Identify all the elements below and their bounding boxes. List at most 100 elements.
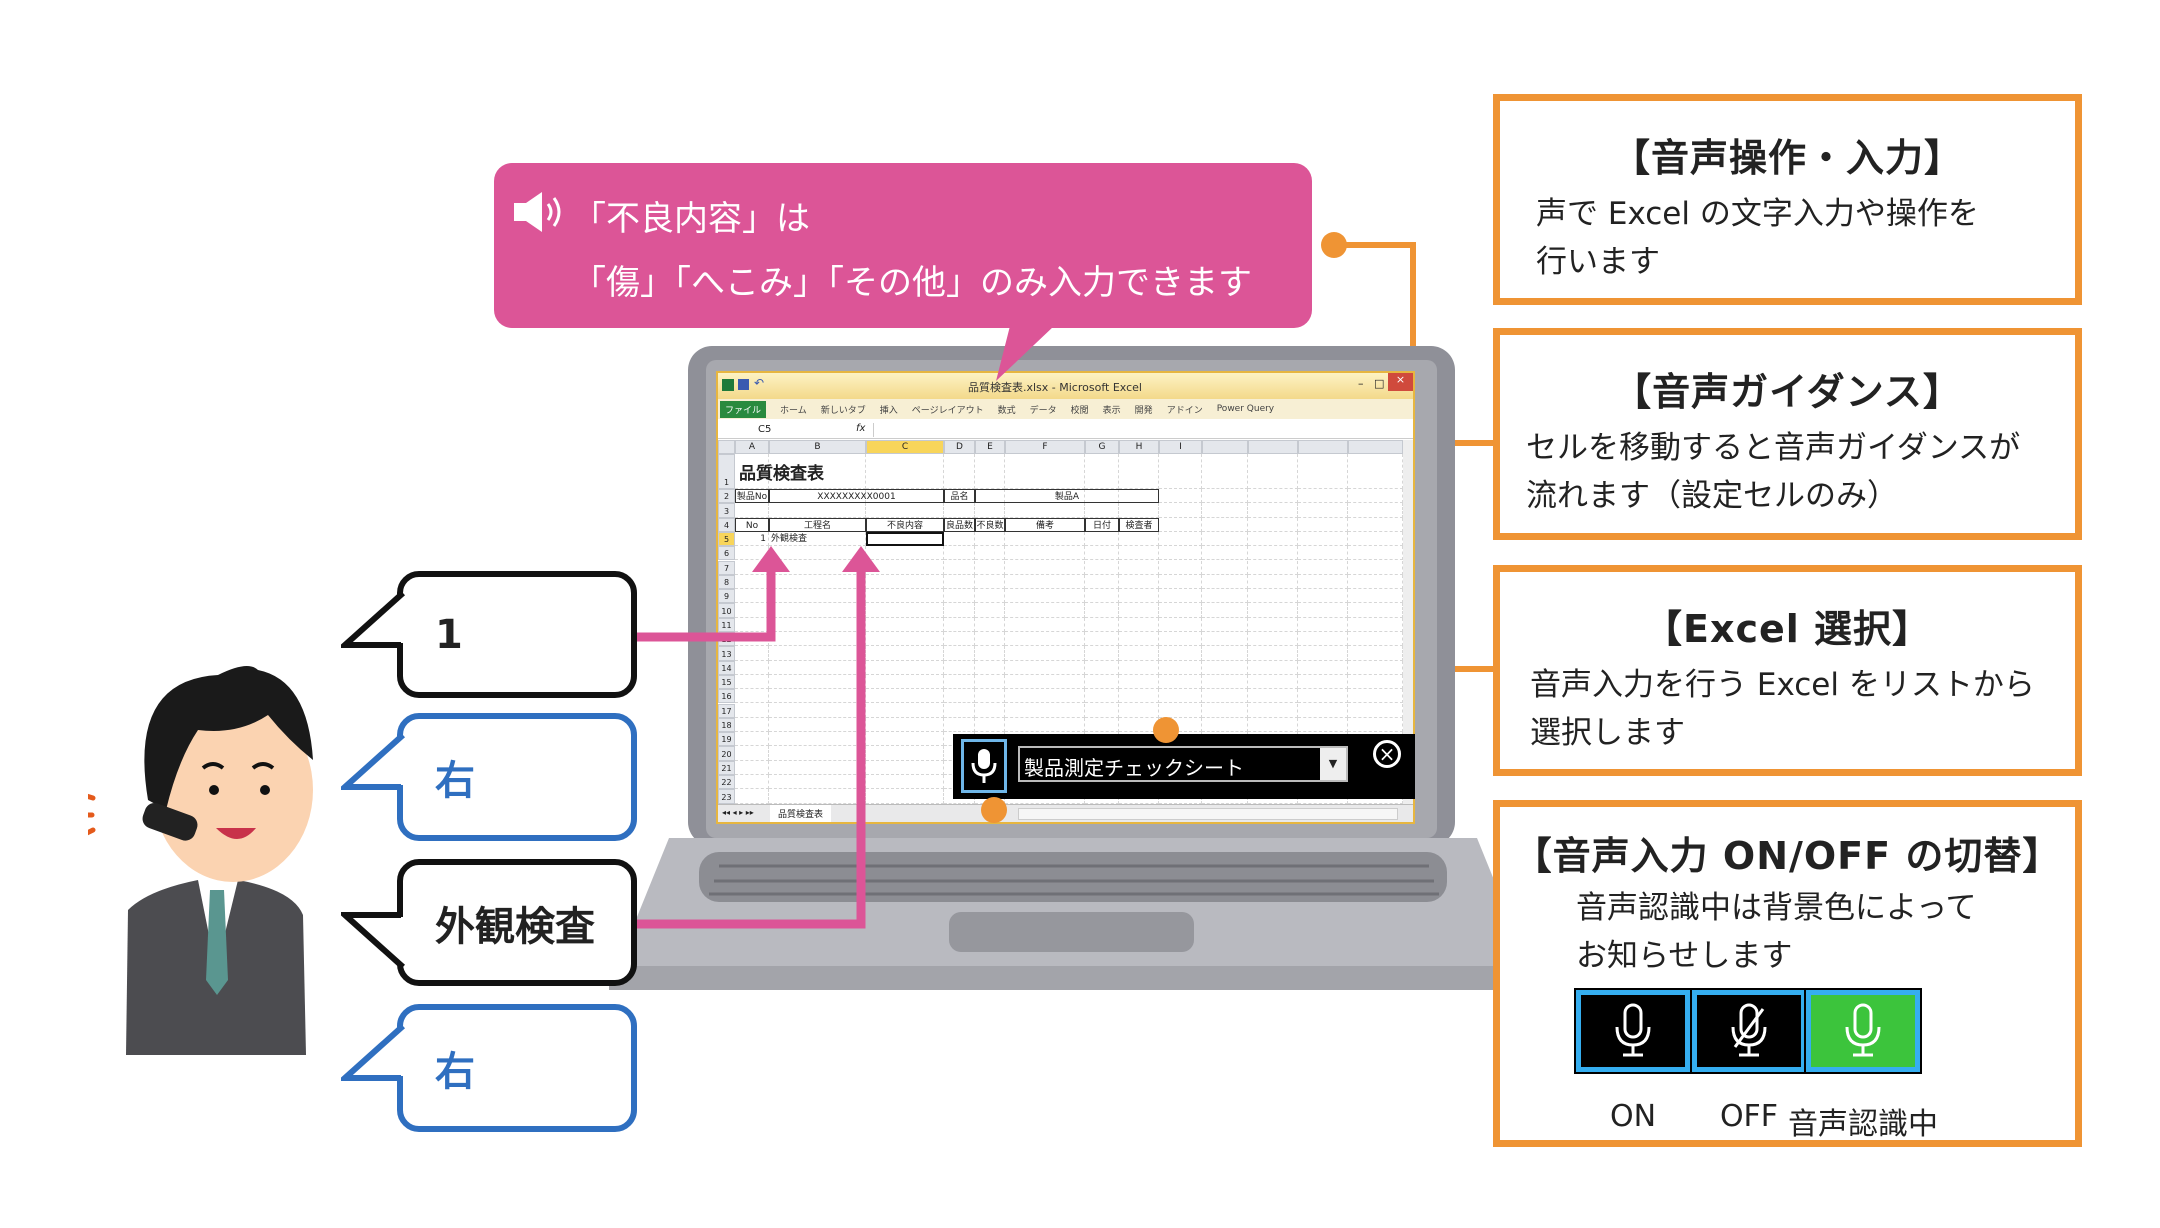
voice-toggle-button[interactable] [961,739,1007,793]
cell[interactable] [1298,574,1348,590]
cell[interactable] [1298,489,1348,504]
cell[interactable] [1159,503,1202,518]
cell[interactable] [866,689,944,704]
row-header[interactable]: 5 [718,531,735,547]
cell[interactable] [1248,674,1298,690]
ribbon-tab[interactable]: ホーム [780,405,807,416]
cell[interactable] [1159,574,1202,590]
cell[interactable] [1298,503,1348,518]
row-header[interactable]: 18 [718,717,735,733]
cell[interactable] [1348,517,1403,532]
cell[interactable] [1202,632,1248,647]
cell[interactable] [1085,546,1119,561]
row-header[interactable]: 17 [718,703,735,718]
column-header[interactable]: I [1159,440,1202,454]
cell[interactable] [1248,660,1298,675]
cell[interactable] [866,617,944,632]
cell[interactable] [944,689,975,704]
selected-cell-c5[interactable] [866,531,944,546]
cell[interactable] [1085,454,1119,489]
ribbon-tab[interactable]: ページレイアウト [911,405,984,416]
cell[interactable] [1348,454,1403,489]
cell[interactable] [1298,717,1348,733]
cell[interactable] [1159,632,1202,647]
cell[interactable] [1085,717,1119,733]
cell[interactable] [1159,717,1202,733]
cell[interactable] [975,503,1005,518]
cell[interactable] [1298,660,1348,675]
cell[interactable] [1202,674,1248,690]
cell[interactable] [1085,531,1119,547]
cell[interactable] [1298,674,1348,690]
ribbon-tab[interactable]: Power Query [1216,404,1275,414]
cell[interactable] [1348,589,1403,604]
cell[interactable] [866,660,944,675]
cell[interactable] [975,589,1005,604]
cell[interactable] [866,646,944,661]
cell[interactable] [735,531,769,547]
cell[interactable] [1159,646,1202,661]
cell[interactable] [975,603,1005,618]
cell[interactable] [944,674,975,690]
formula-input[interactable] [873,423,1411,437]
cell[interactable] [1348,489,1403,504]
cell[interactable] [1119,689,1159,704]
cell[interactable] [1005,531,1085,547]
row-header[interactable]: 13 [718,646,735,661]
cell[interactable] [1202,489,1248,504]
cell[interactable] [1005,674,1085,690]
row-header[interactable]: 11 [718,617,735,632]
cell[interactable] [1085,689,1119,704]
ribbon-tab[interactable]: アドイン [1166,405,1203,416]
cell[interactable] [1085,674,1119,690]
row-header[interactable]: 3 [718,503,735,518]
cell[interactable] [735,746,769,761]
excel-select-dropdown[interactable]: 製品測定チェックシート ▼ [1018,746,1348,782]
cell[interactable] [735,760,769,775]
cell[interactable] [944,454,975,489]
cell[interactable] [1005,632,1085,647]
cell[interactable] [1159,531,1202,547]
cell[interactable] [735,454,769,489]
cell[interactable] [1202,617,1248,632]
horizontal-scrollbar[interactable] [1018,808,1398,820]
cell[interactable] [944,603,975,618]
cell[interactable] [1159,689,1202,704]
cell[interactable] [1298,689,1348,704]
cell[interactable] [1202,546,1248,561]
cell[interactable] [1202,454,1248,489]
row-header[interactable]: 1 [718,454,735,489]
cell[interactable] [1348,574,1403,590]
row-header[interactable]: 6 [718,546,735,561]
cell[interactable] [1159,517,1202,532]
cell[interactable] [975,574,1005,590]
cell[interactable] [1348,674,1403,690]
cell[interactable] [1248,531,1298,547]
corner-cell[interactable] [718,440,735,454]
cell[interactable] [975,560,1005,575]
cell[interactable] [1085,603,1119,618]
cell[interactable] [944,531,975,547]
cell[interactable] [1085,632,1119,647]
cell[interactable] [1159,589,1202,604]
cell[interactable] [1248,560,1298,575]
cell[interactable] [975,703,1005,718]
cell[interactable] [1119,574,1159,590]
cell[interactable] [1348,617,1403,632]
cell[interactable] [1202,660,1248,675]
cell[interactable] [1085,646,1119,661]
cell[interactable] [1248,489,1298,504]
save-icon[interactable] [738,379,749,390]
cell[interactable] [1159,546,1202,561]
cell[interactable] [1119,674,1159,690]
cell[interactable] [1248,689,1298,704]
cell[interactable] [1005,617,1085,632]
row-header[interactable]: 15 [718,674,735,690]
row-header[interactable]: 2 [718,489,735,504]
cell[interactable] [866,674,944,690]
cell[interactable] [866,503,944,518]
cell[interactable] [1005,589,1085,604]
close-icon[interactable]: × [1373,740,1401,768]
undo-icon[interactable]: ↶ [754,376,765,390]
cell[interactable] [1348,632,1403,647]
